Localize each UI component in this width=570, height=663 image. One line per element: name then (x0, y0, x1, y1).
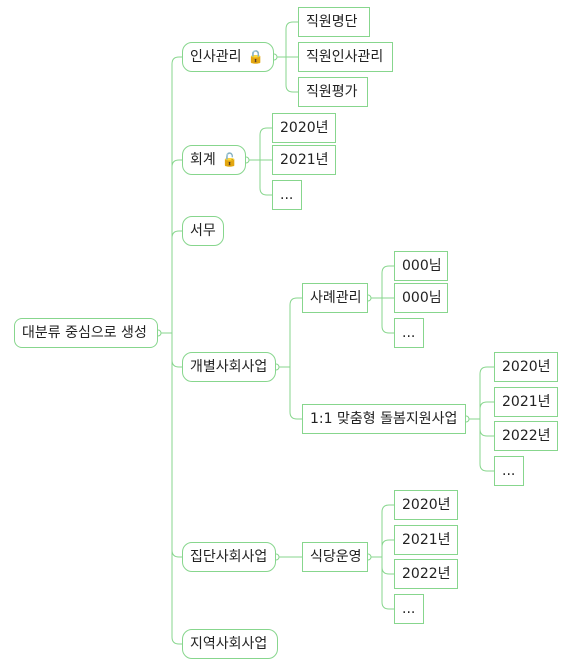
node-care-program[interactable]: 1:1 맞춤형 돌봄지원사업 (302, 404, 466, 434)
individual-edge (289, 297, 302, 367)
hr-edge (285, 21, 298, 57)
node-hr-label: 인사관리 (190, 49, 242, 65)
root-edge (171, 56, 182, 333)
cafeteria-edge (381, 504, 394, 557)
hr-edge (285, 57, 298, 93)
node-case-child[interactable]: 000님 (394, 283, 448, 313)
node-case-child[interactable]: ... (394, 318, 424, 348)
accounting-edge (259, 127, 272, 160)
case-edge (381, 265, 394, 298)
node-case-child[interactable]: 000님 (394, 251, 448, 281)
individual-edge (289, 367, 302, 420)
lock-icon: 🔒 (247, 50, 264, 65)
node-hr[interactable]: 인사관리 🔒 (182, 42, 274, 72)
care-edge (479, 401, 494, 419)
node-case-management[interactable]: 사례관리 (302, 283, 368, 313)
node-care-child[interactable]: 2022년 (494, 421, 558, 451)
root-edge (171, 230, 182, 333)
node-cafeteria-child[interactable]: 2021년 (394, 525, 458, 555)
node-care-child[interactable]: 2021년 (494, 387, 558, 417)
node-accounting-child[interactable]: 2020년 (272, 113, 336, 143)
accounting-edge (259, 160, 272, 196)
node-hr-child[interactable]: 직원명단 (298, 7, 370, 37)
node-community[interactable]: 지역사회사업 (182, 629, 278, 659)
unlock-icon: 🔓 (221, 153, 238, 168)
node-cafeteria-child[interactable]: ... (394, 594, 424, 624)
root-edge (171, 333, 182, 645)
root-edge (171, 333, 182, 368)
node-accounting-label: 회계 (190, 152, 216, 168)
care-edge (479, 419, 494, 437)
node-accounting-child[interactable]: ... (272, 180, 302, 210)
cafeteria-edge (381, 557, 394, 575)
root-node[interactable]: 대분류 중심으로 생성 (14, 318, 158, 348)
node-individual[interactable]: 개별사회사업 (182, 352, 276, 382)
cafeteria-edge (381, 539, 394, 557)
node-cafeteria-child[interactable]: 2022년 (394, 559, 458, 589)
node-group[interactable]: 집단사회사업 (182, 542, 276, 572)
care-edge (479, 366, 494, 419)
node-accounting[interactable]: 회계 🔓 (182, 145, 246, 175)
node-care-child[interactable]: ... (494, 456, 524, 486)
care-edge (479, 419, 494, 472)
case-edge (381, 298, 394, 334)
node-accounting-child[interactable]: 2021년 (272, 145, 336, 175)
node-care-child[interactable]: 2020년 (494, 352, 558, 382)
node-general[interactable]: 서무 (182, 216, 224, 246)
node-cafeteria[interactable]: 식당운영 (302, 542, 368, 572)
cafeteria-edge (381, 557, 394, 610)
node-hr-child[interactable]: 직원평가 (298, 77, 368, 107)
node-hr-child[interactable]: 직원인사관리 (298, 42, 393, 72)
root-edge (171, 159, 182, 333)
node-cafeteria-child[interactable]: 2020년 (394, 490, 458, 520)
